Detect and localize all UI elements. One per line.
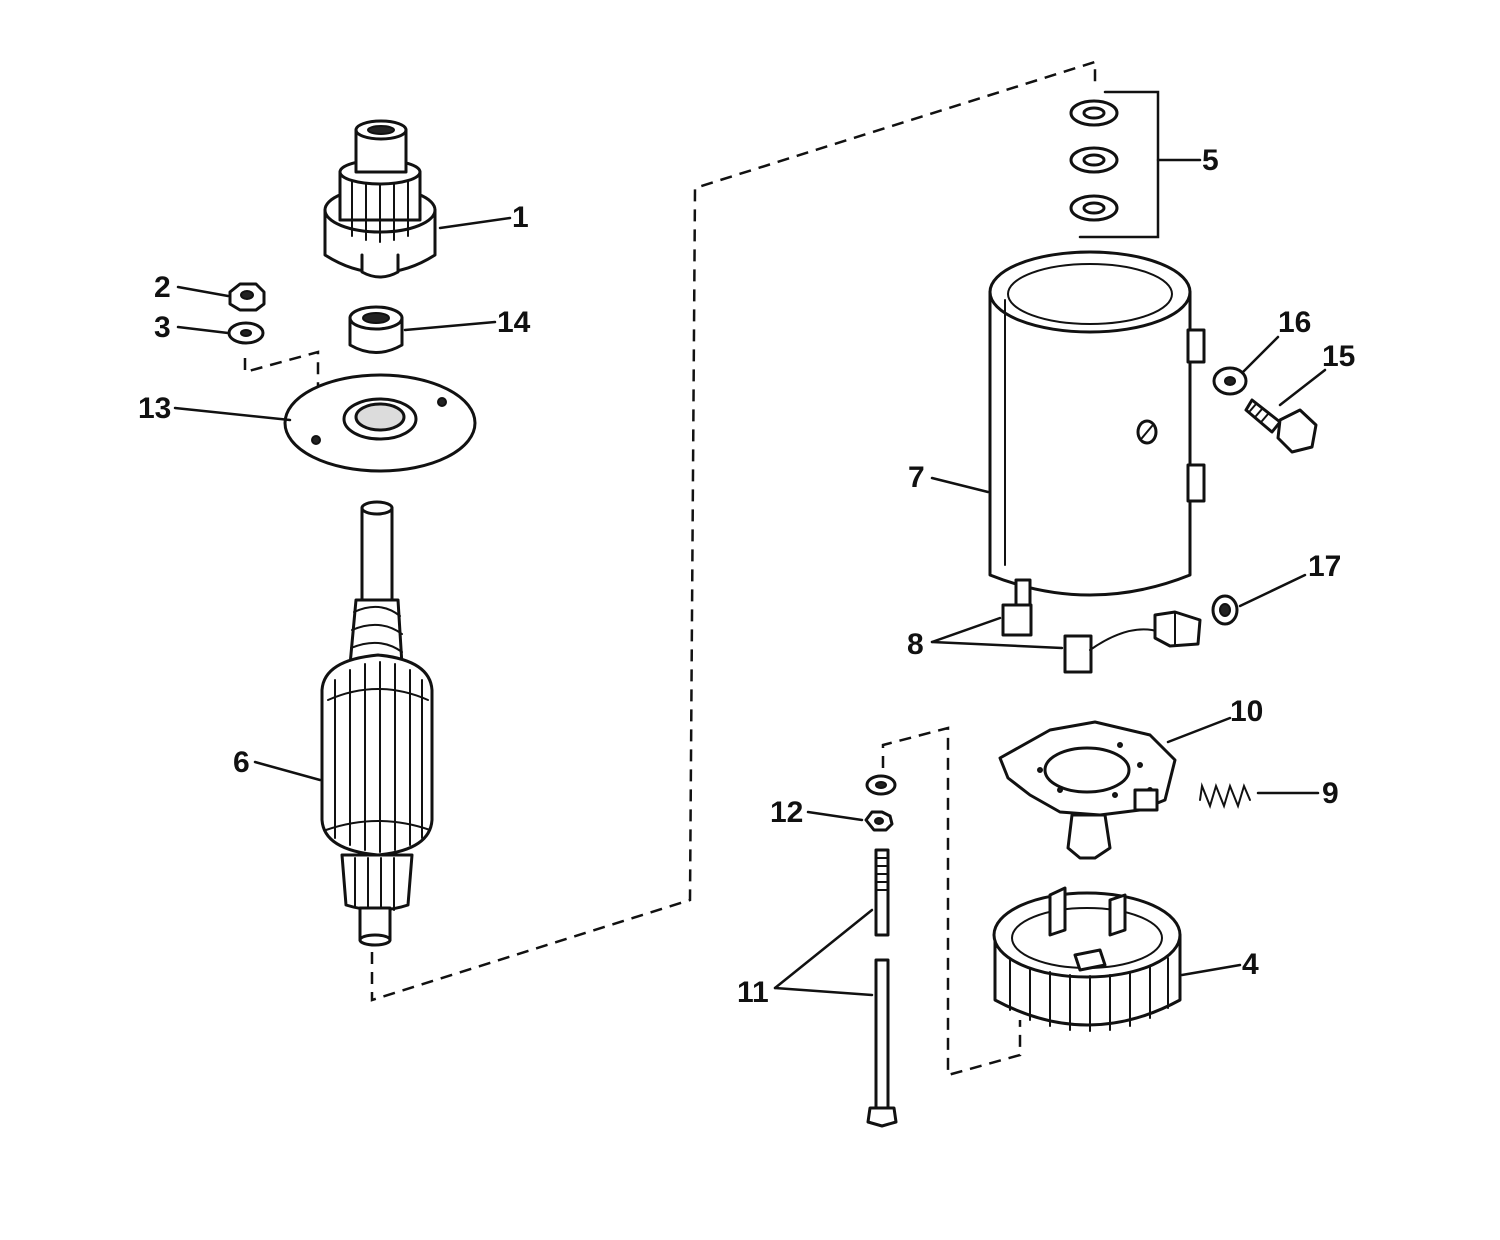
part-2-nut	[228, 282, 266, 312]
part-11-through-bolts	[866, 848, 898, 1128]
part-14-bushing	[348, 305, 404, 354]
leader-3	[176, 325, 230, 335]
assembly-path-main	[370, 60, 1097, 1002]
leader-16	[1241, 335, 1280, 374]
leader-8a	[930, 616, 1002, 644]
callout-11: 11	[737, 976, 769, 1009]
leader-4	[1180, 963, 1242, 977]
leader-6	[253, 760, 322, 782]
leader-12	[806, 810, 864, 822]
callout-14: 14	[497, 306, 531, 339]
callout-9: 9	[1322, 777, 1339, 810]
callout-13: 13	[138, 392, 171, 425]
callout-6: 6	[233, 746, 250, 779]
callout-17: 17	[1308, 550, 1341, 583]
part-9-spring	[1199, 782, 1251, 810]
part-12-lock-washers	[864, 774, 897, 832]
callout-12: 12	[770, 796, 803, 829]
part-7-field-frame	[988, 250, 1206, 610]
part-17-nut	[1211, 594, 1239, 626]
assembly-path-tie-bolt	[881, 726, 1022, 1077]
callout-7: 7	[908, 461, 925, 494]
leader-7	[930, 476, 990, 494]
leader-17	[1238, 573, 1307, 608]
leader-15	[1278, 368, 1327, 407]
part-3-lock-washer	[227, 321, 265, 345]
callout-8: 8	[907, 628, 924, 661]
part-6-armature	[320, 500, 434, 947]
callout-3: 3	[154, 311, 171, 344]
part-10-brush-plate	[998, 720, 1177, 860]
leader-8b	[930, 640, 1064, 650]
callout-10: 10	[1230, 695, 1263, 728]
leader-10	[1166, 716, 1232, 744]
callout-15: 15	[1322, 340, 1355, 373]
part-15-bolt	[1244, 398, 1318, 454]
callout-4: 4	[1242, 948, 1259, 981]
leader-lines	[173, 158, 1327, 997]
part-13-drive-end-plate	[283, 373, 477, 473]
part-4-end-head	[992, 886, 1182, 1032]
callout-2: 2	[154, 271, 171, 304]
callout-5: 5	[1202, 144, 1219, 177]
leader-11b	[773, 986, 874, 997]
leader-2	[176, 285, 230, 298]
leader-11a	[773, 908, 874, 990]
part-8-brushes	[1001, 603, 1202, 674]
leader-14	[403, 320, 497, 332]
part-1-drive-pinion	[323, 119, 437, 279]
callout-1: 1	[512, 201, 529, 234]
part-5-thrust-washers	[1069, 90, 1160, 239]
callout-16: 16	[1278, 306, 1311, 339]
part-16-washer	[1212, 366, 1248, 396]
leader-13	[173, 406, 292, 422]
leader-1	[438, 216, 512, 230]
